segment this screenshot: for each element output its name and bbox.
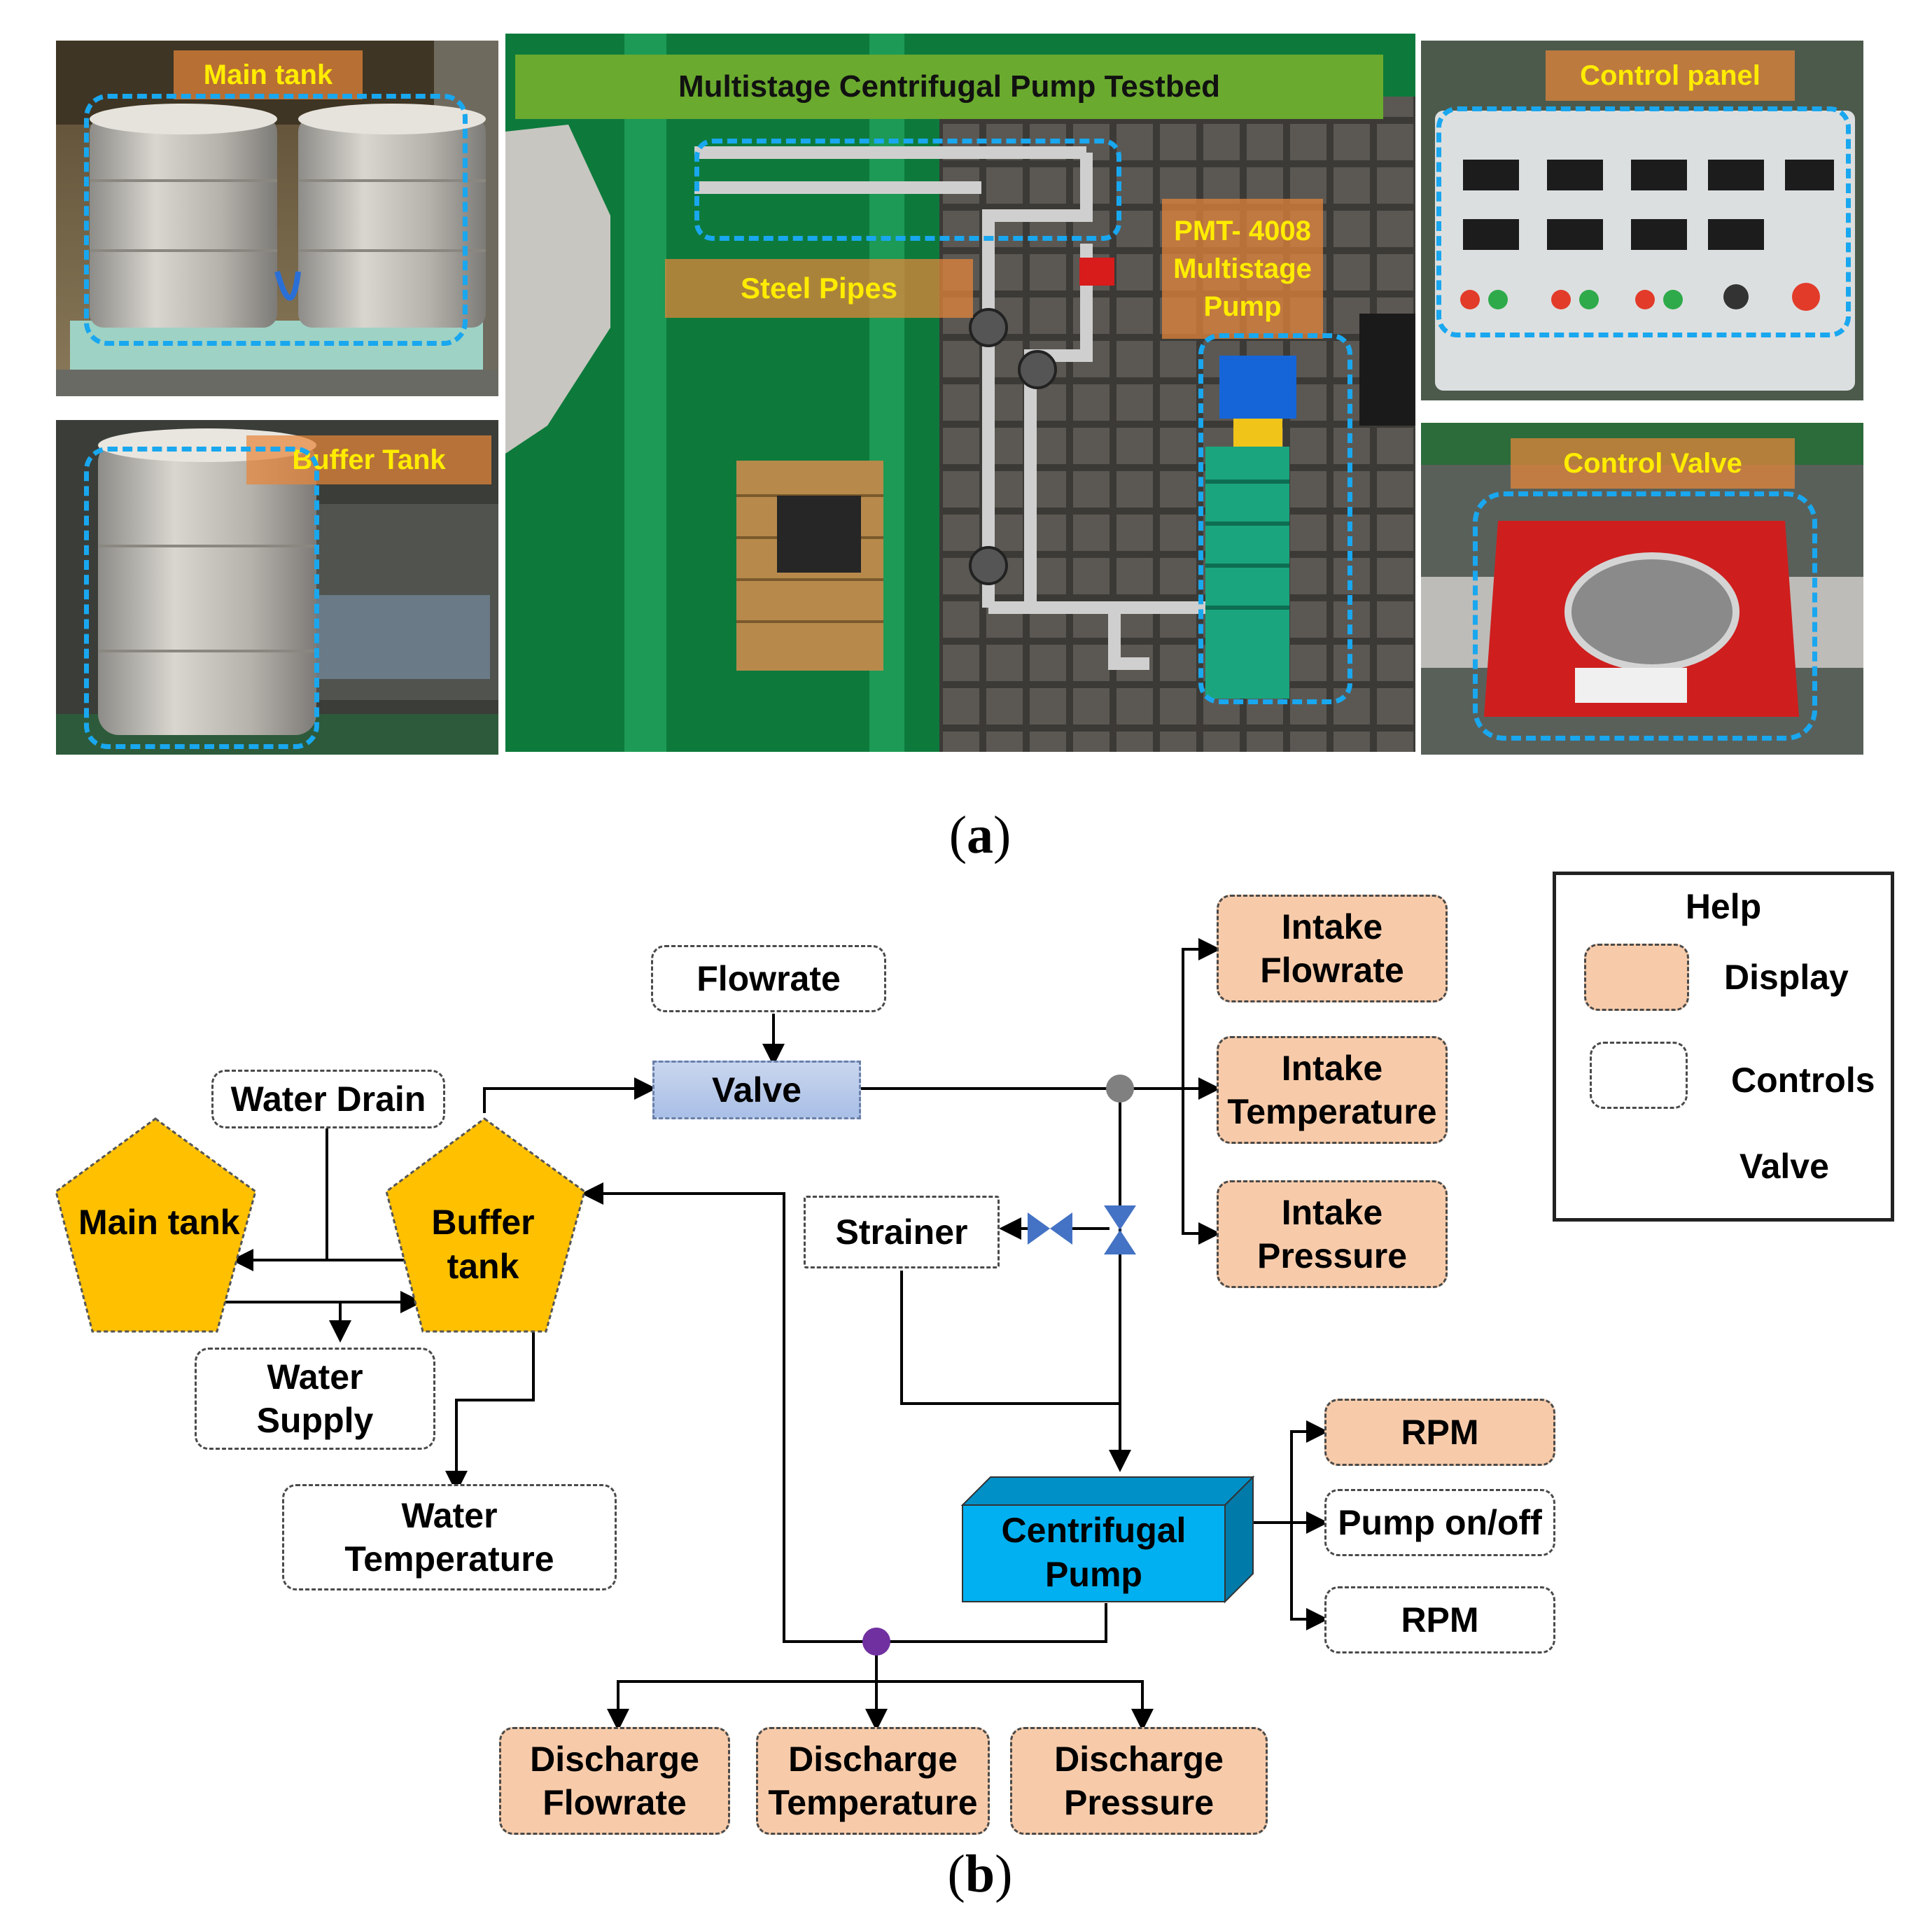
main-tank-highlight — [84, 94, 468, 346]
caption-a-letter: a — [967, 806, 993, 865]
pump-box-top — [960, 1476, 1255, 1506]
control-valve-photo-image — [1421, 423, 1863, 755]
discharge-pressure-line-1: Discharge — [1054, 1739, 1224, 1779]
legend-valve-label: Valve — [1740, 1147, 1829, 1186]
buffer-tank-line-1: Buffer — [431, 1203, 535, 1242]
buffer-tank-label: Buffer Tank — [246, 435, 491, 484]
discharge-flowrate-line-1: Discharge — [530, 1739, 699, 1779]
buffer-tank-label-b: Buffer tank — [420, 1201, 546, 1288]
discharge-temperature-display: Discharge Temperature — [756, 1727, 990, 1835]
control-panel-highlight — [1436, 106, 1851, 337]
water-temperature-line-2: Temperature — [344, 1539, 554, 1579]
pump-label-line-1: PMT- 4008 — [1174, 216, 1311, 246]
legend-controls-swatch — [1590, 1042, 1688, 1109]
intake-pressure-line-2: Pressure — [1256, 1236, 1408, 1275]
photo-control-panel: Control panel — [1421, 41, 1863, 400]
pump-label-line-3: Pump — [1203, 291, 1282, 322]
rpm-display: RPM — [1324, 1399, 1555, 1466]
rpm-control: RPM — [1324, 1586, 1555, 1653]
intake-flowrate-line-2: Flowrate — [1260, 951, 1404, 990]
caption-b: (b) — [947, 1845, 1013, 1903]
intake-flowrate-line-1: Intake — [1281, 907, 1383, 946]
pump-highlight — [1198, 333, 1352, 704]
water-temperature-line-1: Water — [401, 1495, 498, 1535]
testbed-title-banner: Multistage Centrifugal Pump Testbed — [515, 55, 1383, 119]
photo-testbed: Multistage Centrifugal Pump Testbed Stee… — [505, 34, 1415, 752]
buffer-tank-shape — [385, 1117, 586, 1333]
strainer-control: Strainer — [804, 1196, 1000, 1268]
control-valve-label: Control Valve — [1511, 438, 1795, 489]
strainer-valve-horizontal-icon-right — [1050, 1212, 1072, 1245]
steel-pipes-highlight — [694, 139, 1121, 241]
photo-control-valve: Control Valve — [1421, 423, 1863, 755]
water-supply-line-1: Water — [267, 1357, 363, 1397]
photo-main-tank: Main tank — [56, 41, 498, 396]
discharge-flowrate-display: Discharge Flowrate — [499, 1727, 730, 1835]
photo-buffer-tank: Buffer Tank — [56, 420, 498, 755]
discharge-temperature-line-1: Discharge — [788, 1739, 958, 1779]
intake-junction — [1106, 1075, 1134, 1103]
discharge-pressure-line-2: Pressure — [1063, 1783, 1214, 1822]
discharge-junction — [862, 1628, 890, 1656]
buffer-tank-highlight — [84, 447, 319, 749]
strainer-valve-horizontal-icon — [1028, 1212, 1050, 1245]
discharge-pressure-display: Discharge Pressure — [1010, 1727, 1268, 1835]
main-tank-label-b: Main tank — [78, 1203, 240, 1242]
water-supply-control: Water Supply — [195, 1348, 435, 1450]
main-tank-shape — [55, 1117, 257, 1333]
pump-box-front — [962, 1504, 1226, 1602]
testbed-title: Multistage Centrifugal Pump Testbed — [678, 69, 1221, 104]
intake-temperature-display: Intake Temperature — [1217, 1036, 1448, 1144]
intake-valve-vertical-icon — [1104, 1205, 1136, 1230]
intake-pressure-display: Intake Pressure — [1217, 1180, 1448, 1288]
intake-flowrate-display: Intake Flowrate — [1217, 895, 1448, 1002]
water-supply-line-2: Supply — [256, 1401, 374, 1440]
steel-pipes-label: Steel Pipes — [665, 259, 973, 318]
water-drain-control: Water Drain — [211, 1070, 445, 1128]
pump-label: PMT- 4008 Multistage Pump — [1162, 199, 1323, 339]
control-valve-highlight — [1473, 491, 1817, 741]
discharge-flowrate-line-2: Flowrate — [542, 1783, 687, 1822]
caption-b-letter: b — [965, 1845, 995, 1903]
legend-display-swatch — [1584, 944, 1689, 1011]
centrifugal-pump-line-1: Centrifugal — [1001, 1511, 1186, 1550]
water-temperature-control: Water Temperature — [282, 1484, 617, 1590]
legend-display-label: Display — [1724, 958, 1849, 997]
intake-pressure-line-1: Intake — [1281, 1192, 1383, 1232]
flowrate-control: Flowrate — [651, 945, 886, 1012]
intake-valve-vertical-icon-lower — [1104, 1230, 1136, 1254]
pump-label-line-2: Multistage — [1173, 253, 1312, 284]
centrifugal-pump-label: Centrifugal Pump — [962, 1509, 1225, 1596]
pump-onoff-control: Pump on/off — [1324, 1489, 1555, 1556]
intake-temperature-line-1: Intake — [1281, 1048, 1383, 1088]
valve-block: Valve — [652, 1061, 861, 1119]
centrifugal-pump-line-2: Pump — [1045, 1554, 1142, 1594]
legend: Help Display Controls Valve — [1553, 872, 1894, 1222]
discharge-temperature-line-2: Temperature — [768, 1783, 978, 1822]
main-tank-photo-image — [56, 41, 498, 396]
buffer-tank-line-2: tank — [447, 1246, 519, 1286]
caption-a: (a) — [948, 806, 1011, 865]
main-tank-label: Main tank — [174, 50, 363, 99]
control-panel-label: Control panel — [1546, 50, 1795, 101]
testbed-photo-image — [505, 34, 1415, 752]
legend-title: Help — [1685, 887, 1762, 926]
legend-controls-label: Controls — [1731, 1061, 1875, 1100]
intake-temperature-line-2: Temperature — [1227, 1092, 1437, 1131]
